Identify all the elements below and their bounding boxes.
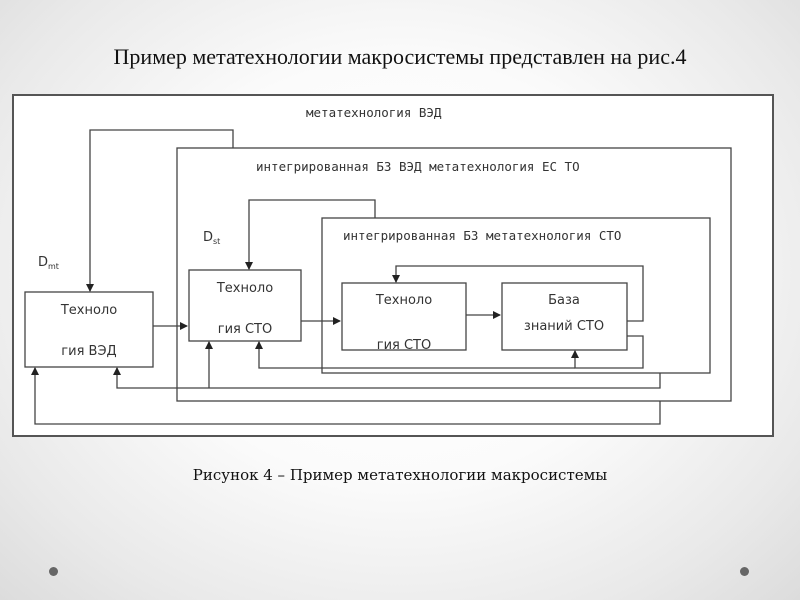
arrow-dmt: [86, 129, 234, 292]
container-middle: [176, 147, 732, 402]
arrow-kb-to-tech-inner: [392, 265, 644, 322]
slide-title: Пример метатехнологии макросистемы предс…: [113, 44, 687, 69]
kb-sto-line2: знаний СТО: [524, 319, 604, 334]
tech-sto-mid-line2: гия СТО: [218, 322, 272, 337]
label-middle-container: интегрированная БЗ ВЭД метатехнология ЕС…: [256, 159, 580, 174]
label-outer-container: метатехнология ВЭД: [306, 105, 442, 120]
label-dmt: Dmt: [38, 255, 59, 271]
arrow-kb-loop: [571, 335, 644, 369]
tech-sto-mid-line1: Техноло: [216, 281, 273, 296]
block-kb-sto: [501, 282, 628, 351]
tech-ved-line1: Техноло: [60, 303, 117, 318]
decor-dot-right: [740, 567, 749, 576]
kb-sto-line1: База: [548, 293, 580, 308]
label-dst: Dst: [203, 230, 220, 246]
label-dst-main: D: [203, 230, 213, 245]
tech-sto-inner-line1: Техноло: [375, 293, 432, 308]
block-tech-ved: [24, 291, 154, 368]
label-dmt-sub: mt: [48, 262, 59, 271]
label-dmt-main: D: [38, 255, 48, 270]
decor-dot-left: [49, 567, 58, 576]
arrow-to-ved-right: [113, 367, 209, 389]
block-tech-sto-mid: [188, 269, 302, 342]
line-inner-feedback: [209, 373, 661, 389]
diagram-frame: [12, 94, 774, 437]
arrow-middle-to-ved: [31, 367, 661, 425]
tech-sto-inner-line2: гия СТО: [377, 338, 431, 353]
arrow-kb-to-sto-mid: [255, 341, 575, 369]
tech-ved-line2: гия ВЭД: [61, 344, 116, 359]
container-inner: [321, 217, 711, 374]
figure-caption: Рисунок 4 – Пример метатехнологии макрос…: [192, 466, 608, 484]
arrow-dst: [245, 199, 376, 270]
label-dst-sub: st: [213, 237, 220, 246]
label-inner-container: интегрированная БЗ метатехнология СТО: [343, 228, 621, 243]
block-tech-sto-inner: [341, 282, 467, 351]
